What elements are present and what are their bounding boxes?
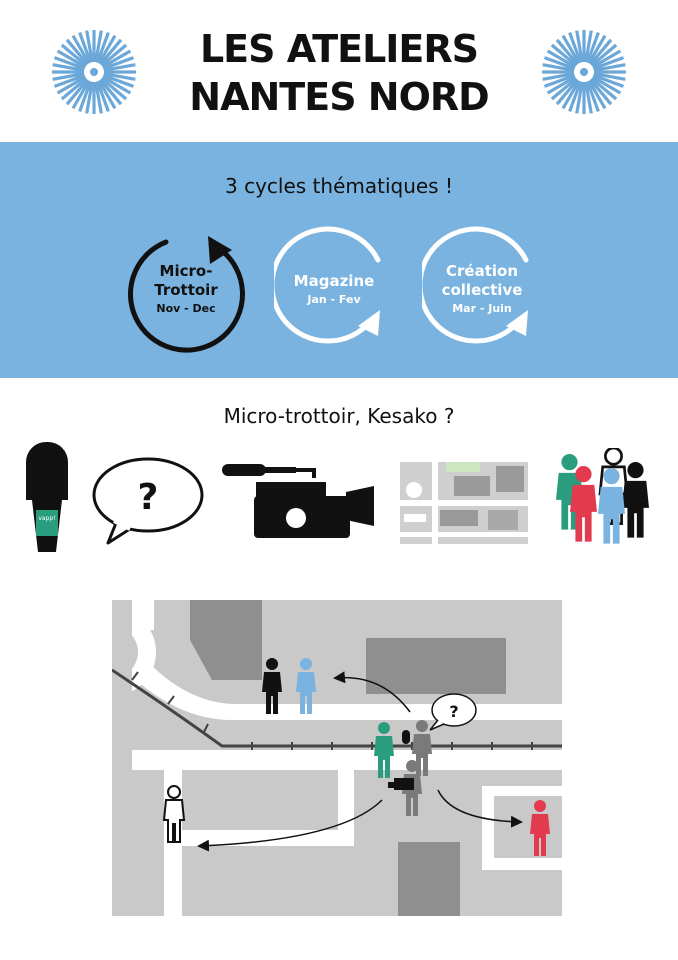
cycle-micro-trottoir: Micro- Trottoir Nov - Dec: [126, 226, 256, 356]
cycle-name-line1: Micro-: [159, 262, 213, 280]
person-icon: [262, 658, 282, 714]
bubble-question-mark: ?: [138, 477, 159, 518]
mic-label: vapp!: [38, 515, 55, 522]
cycle-arrow-icon: [274, 226, 381, 344]
microphone-icon: vapp!: [26, 442, 68, 552]
cycle-dates: Jan - Fev: [307, 293, 361, 306]
person-icon: [598, 468, 625, 544]
kesako-title: Micro-trottoir, Kesako ?: [223, 404, 455, 428]
cycles-section: 3 cycles thématiques ! Micro- Trottoir N…: [0, 142, 678, 378]
page-title-line1: LES ATELIERS: [199, 27, 479, 71]
page-title-line2: NANTES NORD: [189, 75, 489, 119]
person-icon: [162, 785, 186, 843]
scene-bubble-question: ?: [449, 702, 458, 721]
street-map-icon: [400, 462, 528, 544]
cycle-arrow-icon: [128, 236, 245, 353]
cycle-name-line2: Trottoir: [154, 281, 218, 299]
person-icon: [374, 722, 394, 778]
speech-bubble-question-icon: ?: [92, 457, 204, 545]
cycle-name-line2: collective: [441, 281, 523, 299]
street-interview-illustration: ?: [112, 600, 562, 916]
cycle-creation-collective: Création collective Mar - Juin: [422, 226, 552, 356]
person-icon: [530, 800, 550, 856]
cycle-magazine: Magazine Jan - Fev: [274, 226, 404, 356]
sunburst-icon: [52, 30, 136, 114]
sunburst-icon: [542, 30, 626, 114]
person-icon: [296, 658, 316, 714]
cycle-name-line1: Création: [446, 262, 518, 280]
video-camera-icon: [222, 464, 374, 538]
person-icon: [622, 462, 649, 538]
person-icon: [570, 466, 597, 542]
people-group-icon: [556, 448, 649, 544]
cycle-name-line1: Magazine: [293, 272, 375, 290]
cycle-dates: Mar - Juin: [452, 302, 512, 315]
cycle-arrow-icon: [422, 226, 529, 344]
scene-microphone-icon: [402, 730, 410, 744]
scene-camera-icon: [388, 778, 414, 790]
cycles-title: 3 cycles thématiques !: [225, 174, 453, 198]
cycle-dates: Nov - Dec: [156, 302, 216, 315]
header: LES ATELIERS NANTES NORD: [0, 0, 678, 142]
